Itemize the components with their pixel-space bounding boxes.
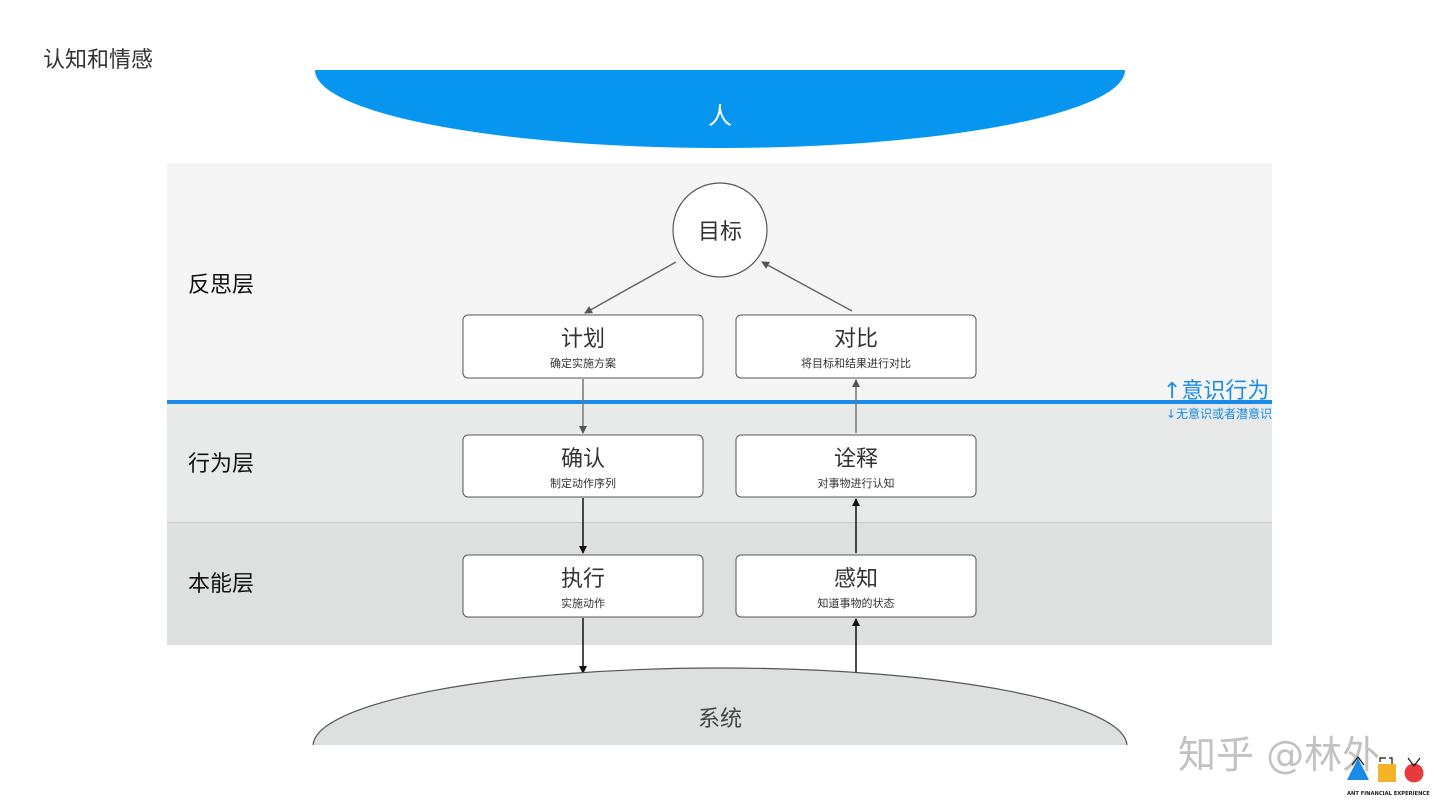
page-title: 认知和情感	[43, 48, 153, 73]
human-node: 人	[315, 70, 1125, 148]
goal-label: 目标	[698, 220, 742, 245]
arrow-goal-to-plan	[584, 261, 677, 314]
compare-subtitle: 将目标和结果进行对比	[801, 356, 911, 370]
unconscious-label: ↓无意识或者潜意识	[1166, 406, 1272, 421]
conscious-label: ↑意识行为	[1163, 379, 1269, 404]
perform-box: 执行 实施动作	[462, 554, 704, 618]
logo-text: ANT FINANCIAL EXPERIENCE	[1347, 791, 1430, 797]
perceive-subtitle: 知道事物的状态	[818, 596, 895, 610]
perceive-title: 感知	[834, 567, 878, 592]
specify-box: 确认 制定动作序列	[462, 434, 704, 498]
interpret-box: 诠释 对事物进行认知	[735, 434, 977, 498]
ant-financial-logo: ANT FINANCIAL EXPERIENCE	[1347, 756, 1430, 797]
plan-subtitle: 确定实施方案	[550, 356, 616, 370]
label-visceral: 本能层	[188, 572, 254, 597]
consciousness-line	[167, 400, 1272, 404]
label-behavioral: 行为层	[188, 452, 254, 477]
watermark: 知乎 @林外	[1178, 733, 1380, 777]
perceive-box: 感知 知道事物的状态	[735, 554, 977, 618]
plan-box: 计划 确定实施方案	[462, 314, 704, 379]
compare-title: 对比	[834, 327, 878, 352]
goal-node: 目标	[672, 182, 768, 278]
system-node: 系统	[312, 667, 1128, 745]
behavioral-layer	[167, 403, 1272, 522]
human-label: 人	[708, 102, 732, 130]
specify-title: 确认	[561, 447, 605, 472]
interpret-title: 诠释	[834, 447, 878, 472]
label-reflective: 反思层	[188, 273, 254, 298]
visceral-layer	[167, 523, 1272, 645]
plan-title: 计划	[561, 327, 605, 352]
compare-box: 对比 将目标和结果进行对比	[735, 314, 977, 379]
specify-subtitle: 制定动作序列	[550, 476, 616, 490]
interpret-subtitle: 对事物进行认知	[818, 476, 895, 490]
perform-title: 执行	[561, 567, 605, 592]
system-label: 系统	[698, 707, 742, 732]
perform-subtitle: 实施动作	[561, 596, 605, 610]
arrow-compare-to-goal	[761, 261, 853, 312]
